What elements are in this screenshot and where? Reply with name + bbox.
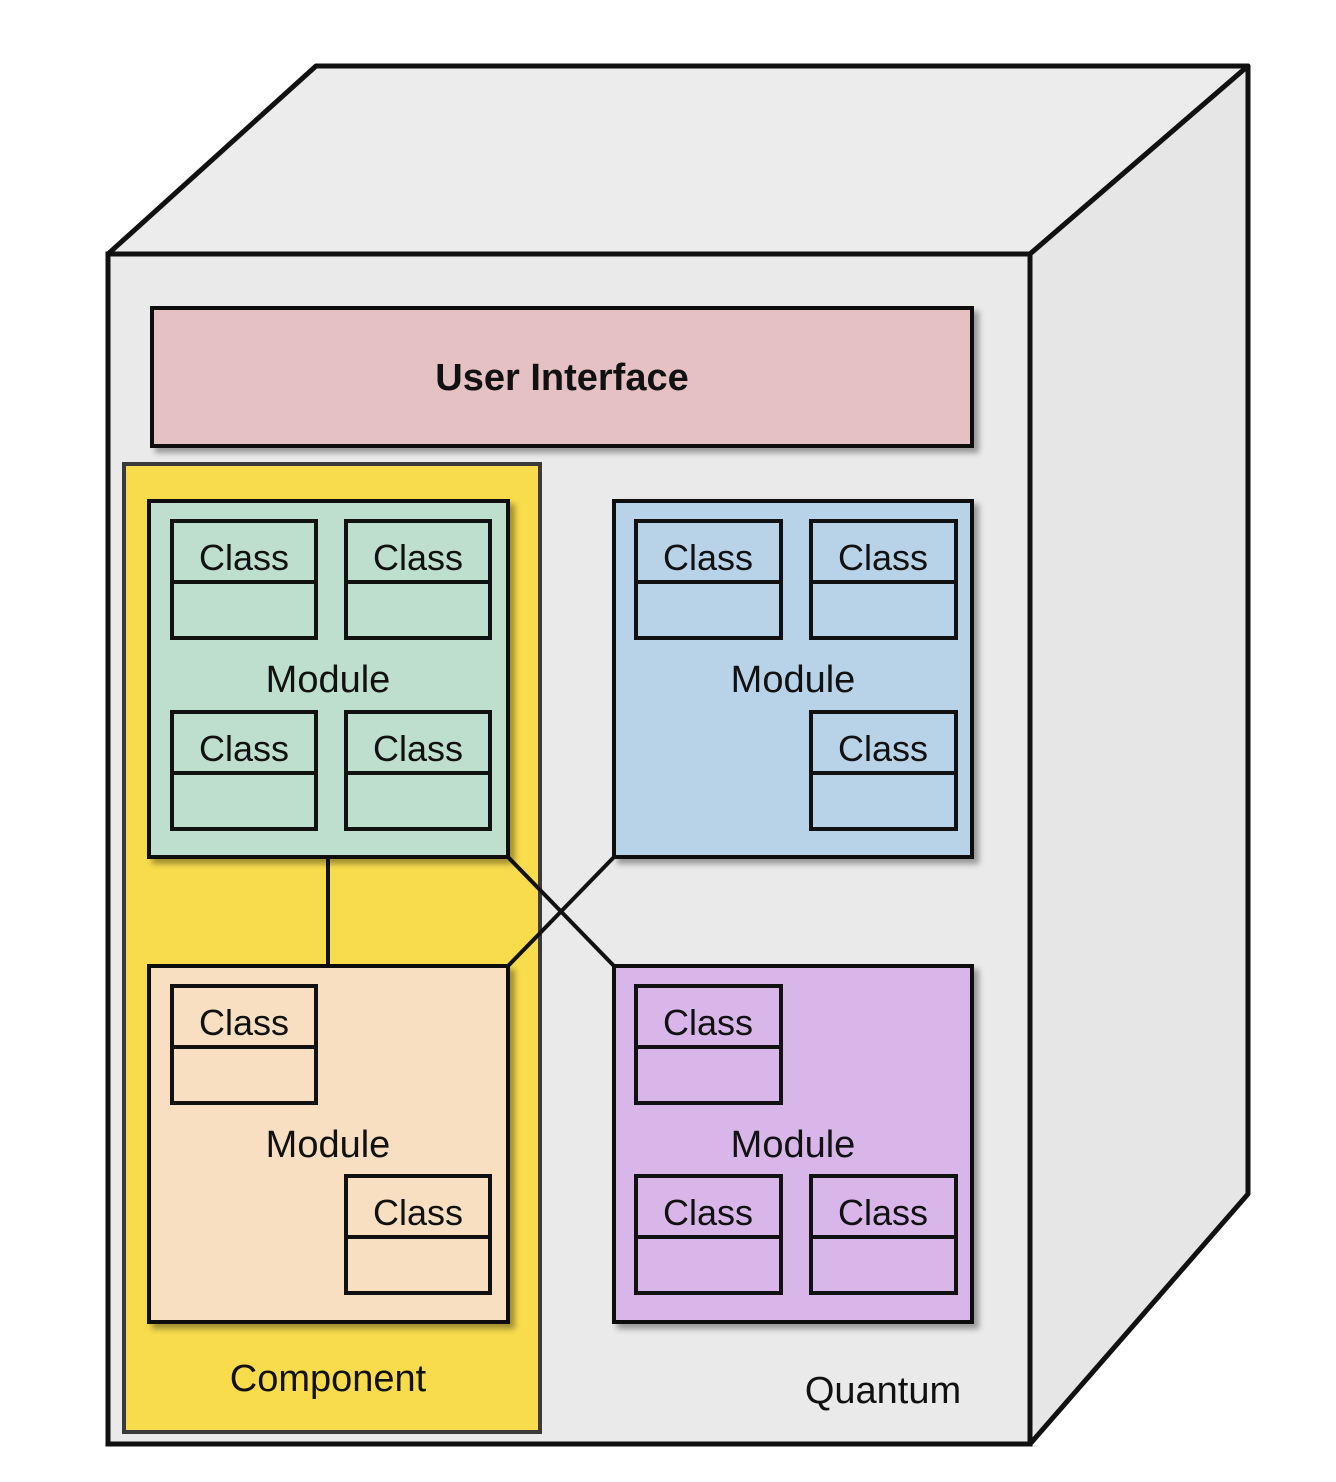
- quantum-label: Quantum: [805, 1370, 961, 1412]
- class-label: Class: [838, 728, 928, 769]
- class-box: Class: [344, 710, 492, 831]
- module-label: Module: [266, 659, 391, 701]
- class-box: Class: [634, 519, 783, 640]
- class-box: Class: [344, 1174, 492, 1295]
- class-box: Class: [170, 519, 318, 640]
- class-label: Class: [199, 728, 289, 769]
- module-connectors: [326, 855, 616, 968]
- module-label: Module: [731, 659, 856, 701]
- user-interface-layer: User Interface: [150, 306, 974, 448]
- connector-blue-to-peach: [506, 855, 616, 968]
- class-label: Class: [373, 537, 463, 578]
- class-label: Class: [199, 1002, 289, 1043]
- quantum-side-face: [1027, 63, 1251, 1447]
- module-label: Module: [266, 1124, 391, 1166]
- class-box: Class: [809, 710, 958, 831]
- class-label: Class: [373, 1192, 463, 1233]
- user-interface-label: User Interface: [435, 357, 688, 399]
- module-blue: Module Class Class Class: [612, 499, 974, 859]
- module-label: Module: [731, 1124, 856, 1166]
- class-box: Class: [170, 984, 318, 1105]
- module-purple: Module Class Class Class: [612, 964, 974, 1324]
- class-label: Class: [373, 728, 463, 769]
- component-label: Component: [230, 1358, 427, 1400]
- class-label: Class: [838, 1192, 928, 1233]
- class-label: Class: [199, 537, 289, 578]
- class-box: Class: [634, 984, 783, 1105]
- class-label: Class: [663, 1002, 753, 1043]
- class-label: Class: [663, 537, 753, 578]
- class-box: Class: [809, 1174, 958, 1295]
- class-box: Class: [344, 519, 492, 640]
- module-green: Module Class Class Class Class: [147, 499, 510, 859]
- class-label: Class: [663, 1192, 753, 1233]
- class-label: Class: [838, 537, 928, 578]
- class-box: Class: [170, 710, 318, 831]
- class-box: Class: [809, 519, 958, 640]
- module-peach: Module Class Class: [147, 964, 510, 1324]
- class-box: Class: [634, 1174, 783, 1295]
